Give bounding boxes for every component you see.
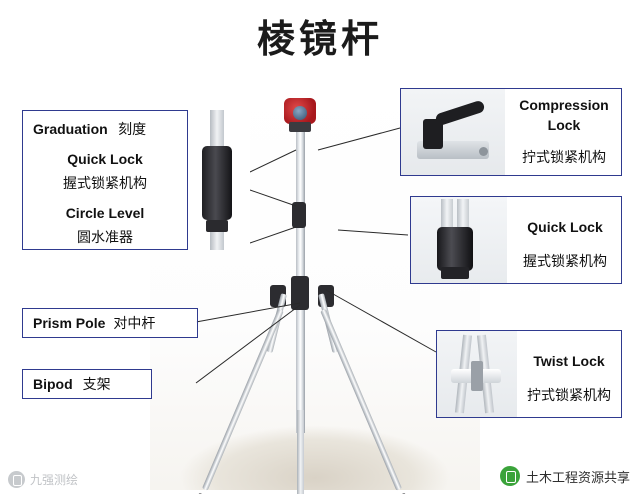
callout-twist-lock[interactable]: Twist Lock 拧式锁紧机构 bbox=[436, 330, 622, 418]
callout-graduation-quicklock-circlelevel[interactable]: Graduation 刻度 Quick Lock 握式锁紧机构 Circle L… bbox=[22, 110, 188, 250]
quick-lock-label-en: Quick Lock bbox=[67, 151, 143, 167]
watermark-right-text: 土木工程资源共享 bbox=[525, 470, 630, 486]
prism-lens bbox=[293, 106, 307, 120]
watermark-left: 九强测绘 bbox=[8, 471, 78, 488]
prism-pole-label-en: Prism Pole bbox=[33, 315, 106, 331]
twist-lock-photo bbox=[437, 331, 517, 417]
quick-lock-right-label-en: Quick Lock bbox=[527, 219, 603, 235]
pole-clamp-upper bbox=[292, 202, 306, 228]
watermark-right-icon bbox=[499, 466, 520, 486]
compression-lock-label-en-line2: Lock bbox=[547, 117, 581, 133]
prism-pole-label-zh: 对中杆 bbox=[113, 316, 156, 332]
page-title: 棱镜杆 bbox=[256, 17, 383, 61]
compression-lock-photo bbox=[401, 89, 505, 175]
circle-level-label-zh: 圆水准器 bbox=[77, 230, 133, 246]
graduation-label-en: Graduation bbox=[33, 121, 108, 137]
compression-lock-label-en-line1: Compression bbox=[519, 97, 609, 113]
twist-lock-label-en: Twist Lock bbox=[533, 353, 605, 369]
graduation-label-zh: 刻度 bbox=[118, 122, 147, 138]
bipod-label-en: Bipod bbox=[33, 376, 73, 392]
prism-mount bbox=[289, 122, 311, 132]
quick-lock-inset-photo bbox=[188, 110, 250, 250]
quick-lock-photo bbox=[411, 197, 507, 283]
bipod-center-block bbox=[291, 276, 309, 310]
twist-lock-label-zh: 拧式锁紧机构 bbox=[527, 388, 611, 404]
bipod-label-zh: 支架 bbox=[82, 377, 111, 393]
quick-lock-right-label-zh: 握式锁紧机构 bbox=[523, 254, 607, 270]
callout-prism-pole[interactable]: Prism Pole 对中杆 bbox=[22, 308, 198, 338]
callout-bipod[interactable]: Bipod 支架 bbox=[22, 369, 152, 399]
callout-compression-lock[interactable]: Compression Lock 拧式锁紧机构 bbox=[400, 88, 622, 176]
bipod-leg-left bbox=[202, 308, 284, 491]
watermark-right: 土木工程资源共享 bbox=[499, 466, 630, 486]
quick-lock-label-zh: 握式锁紧机构 bbox=[63, 176, 147, 192]
compression-lock-label-zh: 拧式锁紧机构 bbox=[522, 150, 606, 166]
prism-pole-lower-shaft bbox=[297, 410, 304, 494]
bipod-leg-right bbox=[320, 308, 402, 491]
callout-quick-lock[interactable]: Quick Lock 握式锁紧机构 bbox=[410, 196, 622, 284]
watermark-left-text: 九强测绘 bbox=[30, 473, 79, 487]
watermark-left-icon bbox=[8, 471, 25, 488]
circle-level-label-en: Circle Level bbox=[65, 205, 145, 221]
